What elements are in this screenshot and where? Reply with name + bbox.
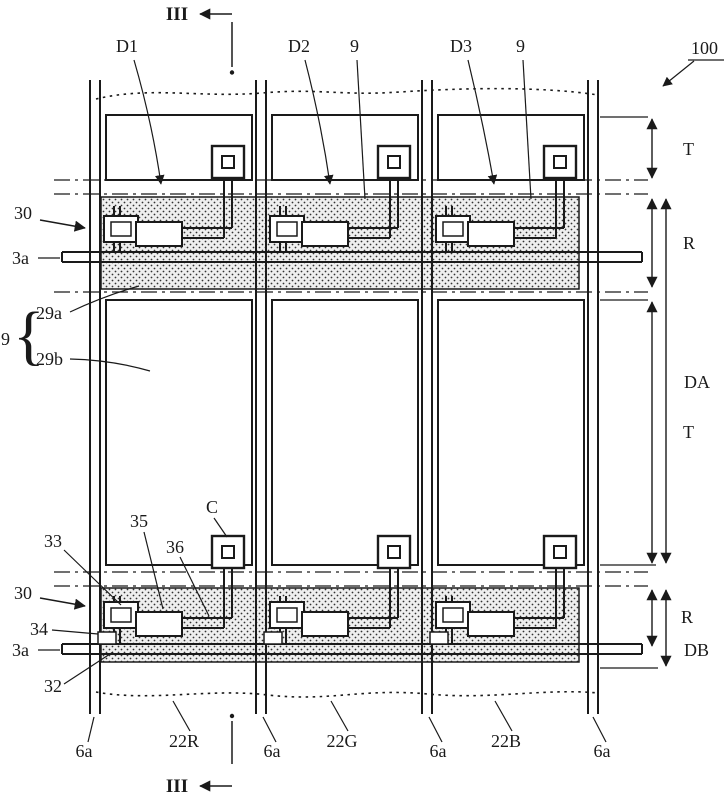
label-6a-1: 6a <box>76 741 93 761</box>
label-6a-4: 6a <box>594 741 611 761</box>
label-DB: DB <box>684 640 709 660</box>
label-34: 34 <box>30 619 48 639</box>
leader-36 <box>179 556 210 617</box>
leader-d1 <box>133 59 165 185</box>
pixel-rect-mid <box>105 299 253 566</box>
label-section-top: III <box>166 4 188 25</box>
leader-d3 <box>467 59 498 185</box>
pixel-rect-top <box>105 114 253 181</box>
pixel-rect-top <box>271 114 419 181</box>
gate-bus-bottom <box>61 643 643 655</box>
label-figure-100: 100 <box>691 38 718 58</box>
break-line-bottom <box>95 690 599 698</box>
label-d2: D2 <box>288 36 310 56</box>
leader-lines <box>38 59 724 743</box>
leader-6a-2 <box>262 716 277 743</box>
break-lines <box>95 87 599 698</box>
label-R-top: R <box>683 233 695 253</box>
label-R-bottom: R <box>681 607 693 627</box>
leader-100 <box>662 60 695 87</box>
label-36: 36 <box>166 537 184 557</box>
leader-29a <box>69 285 140 313</box>
label-22G: 22G <box>327 731 358 751</box>
leader-9-2 <box>522 59 532 200</box>
label-33: 33 <box>44 531 62 551</box>
label-32: 32 <box>44 676 62 696</box>
leader-6a-1 <box>87 716 95 743</box>
data-lines <box>89 80 599 714</box>
leader-6a-3 <box>428 716 443 743</box>
leader-32 <box>63 651 114 685</box>
break-line-top <box>95 87 599 100</box>
label-d1: D1 <box>116 36 138 56</box>
label-29a: 29a <box>36 303 62 323</box>
leader-d2 <box>304 59 334 185</box>
label-29b: 29b <box>36 349 63 369</box>
leader-C <box>213 517 228 538</box>
section-dot <box>229 70 235 75</box>
section-marker-top <box>199 8 235 75</box>
label-22R: 22R <box>169 731 199 751</box>
brace-glyph: { <box>13 299 45 372</box>
leader-30-top <box>39 219 86 232</box>
label-DA: DA <box>684 372 710 392</box>
label-6a-3: 6a <box>430 741 447 761</box>
pixel-rect-mid <box>437 299 585 566</box>
leader-22R <box>172 700 191 732</box>
label-9-top1: 9 <box>350 36 359 56</box>
label-22B: 22B <box>491 731 521 751</box>
label-3a-top: 3a <box>12 248 29 268</box>
label-3a-bottom: 3a <box>12 640 29 660</box>
leader-6a-4 <box>592 716 607 743</box>
label-9-top2: 9 <box>516 36 525 56</box>
section-dot <box>229 713 235 719</box>
label-30-bottom: 30 <box>14 583 32 603</box>
label-6a-2: 6a <box>264 741 281 761</box>
label-30-top: 30 <box>14 203 32 223</box>
leader-22B <box>494 700 513 732</box>
leader-22G <box>330 700 349 732</box>
label-d3: D3 <box>450 36 472 56</box>
pixel-regions <box>105 114 585 566</box>
dimension-lines <box>600 116 672 669</box>
label-section-bottom: III <box>166 776 188 797</box>
leader-33 <box>63 549 122 606</box>
labels: III D1 D2 9 D3 9 100 30 3a 9 { 29a 29b 3… <box>1 4 718 797</box>
leader-35 <box>143 531 164 610</box>
label-T-mid: T <box>683 422 694 442</box>
leader-34 <box>51 629 99 635</box>
pixel-rect-mid <box>271 299 419 566</box>
leader-30-bottom <box>39 597 86 610</box>
section-marker-bottom <box>199 713 235 792</box>
label-35: 35 <box>130 511 148 531</box>
gate-bus-top <box>61 251 643 263</box>
leader-9-1 <box>356 59 366 200</box>
label-9-left: 9 <box>1 329 10 349</box>
label-T-top: T <box>683 139 694 159</box>
label-C: C <box>206 497 218 517</box>
leader-29b <box>69 358 151 372</box>
pixel-rect-top <box>437 114 585 181</box>
